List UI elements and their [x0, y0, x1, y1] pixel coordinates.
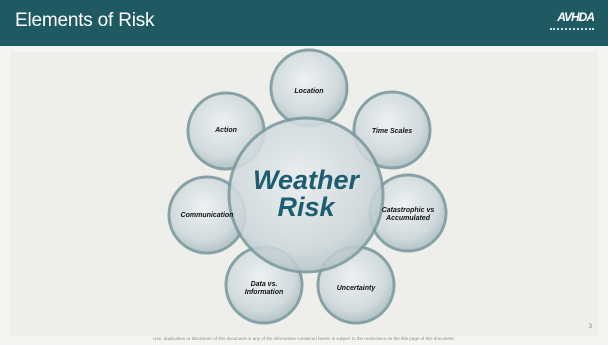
- footer-disclaimer: Use, duplication or disclosure of this d…: [153, 336, 455, 341]
- node-label-catastrophic: Catastrophic vs Accumulated: [381, 207, 435, 222]
- node-label-location: Location: [294, 88, 324, 95]
- node-label-data-vs-information: Data vs. Information: [244, 281, 284, 296]
- node-label-communication: Communication: [180, 212, 234, 219]
- center-label-line2: Risk: [277, 192, 335, 222]
- center-circle: [227, 116, 385, 274]
- node-circle-time-scales: [352, 90, 432, 170]
- logo-mark: AVHDA: [557, 10, 595, 24]
- slide-header: Elements of Risk AVHDA: [0, 0, 608, 46]
- slide-title: Elements of Risk: [15, 10, 155, 31]
- node-label-time-scales: Time Scales: [371, 128, 413, 135]
- center-label-line1: Weather: [252, 165, 360, 195]
- page-number: 3: [588, 324, 592, 330]
- center-label: Weather Risk: [236, 167, 376, 221]
- node-label-action: Action: [215, 127, 237, 134]
- logo-underline: [550, 28, 594, 32]
- company-logo: AVHDA: [550, 10, 595, 36]
- node-label-uncertainty: Uncertainty: [336, 285, 376, 292]
